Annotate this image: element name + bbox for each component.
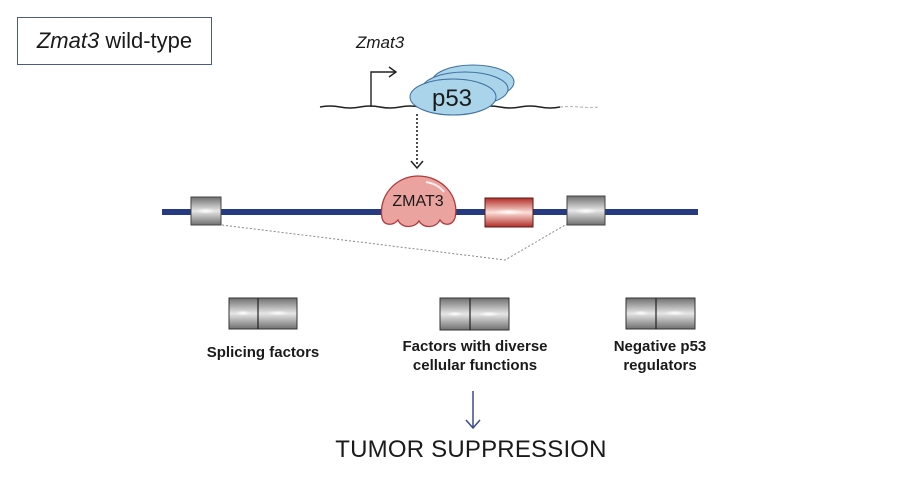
title-gene-name: Zmat3	[36, 28, 100, 53]
outcome-label: TUMOR SUPPRESSION	[335, 436, 607, 463]
zmat3-protein-label: ZMAT3	[392, 193, 443, 210]
target-label-line: Splicing factors	[206, 344, 320, 361]
target-label-diverse: Factors with diverse cellular functions	[370, 337, 580, 375]
target-label-line: Factors with diverse	[402, 338, 548, 355]
condition-title-box: Zmat3 wild-type	[17, 17, 212, 65]
splice-junction-line	[221, 223, 568, 261]
target-label-line: regulators	[623, 357, 697, 374]
target-label-line: cellular functions	[412, 357, 538, 374]
target-exon-negative-regulators	[625, 297, 696, 330]
transcription-start-arrow	[370, 66, 398, 107]
target-label-line: Negative p53	[613, 338, 707, 355]
zmat3-protein: ZMAT3	[380, 175, 457, 228]
outcome-arrow	[465, 391, 481, 430]
p53-label: p53	[432, 85, 472, 112]
target-exon-splicing-factors	[228, 297, 298, 330]
target-exon-diverse-factors	[439, 297, 510, 331]
p53-complex: p53	[409, 64, 515, 116]
expression-dotted-arrow	[410, 114, 424, 170]
title-suffix: wild-type	[99, 28, 193, 53]
zmat3-gene-label: Zmat3	[355, 33, 405, 52]
target-label-negative-regulators: Negative p53 regulators	[580, 337, 740, 375]
target-label-splicing: Splicing factors	[178, 343, 348, 362]
